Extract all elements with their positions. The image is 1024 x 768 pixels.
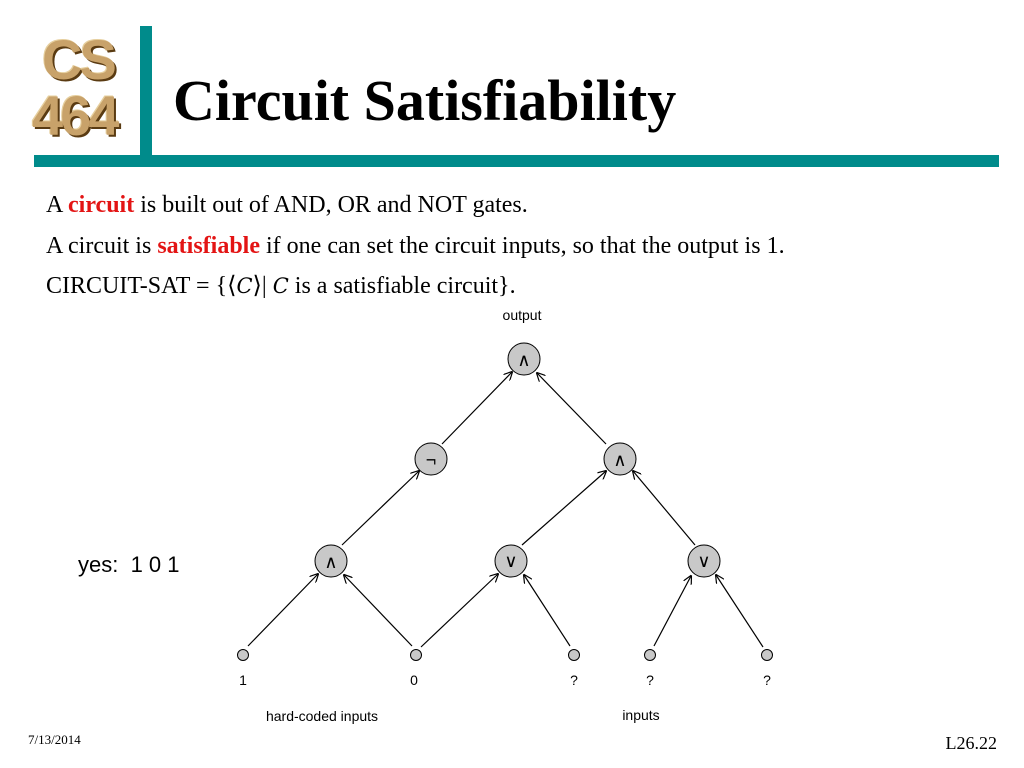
wire-in4-to-orright [653,576,691,647]
line3-var-1: C [236,274,253,298]
footer-page-number: L26.22 [945,733,998,753]
body-line-2: A circuit is satisfiable if one can set … [46,231,785,261]
gate-not-node [414,442,448,476]
yes-assignment-note: yes: 1 0 1 [78,552,180,577]
slide-title: Circuit Satisfiability [173,68,677,133]
footer-date: 7/13/2014 [28,732,81,747]
body-line-3: CIRCUIT-SAT = {⟨C⟩| C is a satisfiable c… [46,271,516,301]
output-label: output [503,307,542,323]
wire-not-to-top [441,372,512,445]
title-vertical-bar [140,26,152,156]
input-node-5 [761,649,773,661]
gate-or-mid-symbol: ∨ [504,551,517,571]
line3-var-2: C [272,274,289,298]
wire-in0-to-andleft [344,575,413,647]
inputs-label: inputs [622,707,659,723]
input-value-4: ? [646,672,654,688]
line2-suffix: if one can set the circuit inputs, so th… [260,233,785,259]
gate-and-left-node [314,544,348,578]
title-horizontal-bar [34,155,999,167]
wire-andleft-to-not [341,471,419,546]
gate-and-left-symbol: ∧ [324,552,337,572]
input-value-2: 0 [410,672,418,688]
line3-prefix: CIRCUIT-SAT = {⟨ [46,273,237,299]
line1-suffix: is built out of AND, OR and NOT gates. [134,192,528,218]
logo-line-1: CS [42,28,117,91]
body-line-1: A circuit is built out of AND, OR and NO… [46,190,528,220]
gate-and-mid-node [603,442,637,476]
wire-andmid-to-top [537,373,607,445]
input-node-2 [410,649,422,661]
gate-and-mid-symbol: ∧ [613,450,626,470]
wire-in1-to-andleft [247,574,318,647]
gate-not-symbol: ¬ [426,450,437,470]
gate-and-top-symbol: ∧ [517,350,530,370]
line3-suffix: is a satisfiable circuit}. [288,273,516,299]
line1-prefix: A [46,192,69,218]
gate-or-right-node [687,544,721,578]
gate-or-right-symbol: ∨ [697,551,710,571]
term-circuit: circuit [68,192,135,218]
input-value-5: ? [763,672,771,688]
input-value-1: 1 [239,672,247,688]
logo-line-2: 464 [32,84,119,147]
term-satisfiable: satisfiable [157,233,260,259]
input-node-4 [644,649,656,661]
wire-orright-to-andmid [633,471,696,546]
line3-mid: ⟩| [252,273,273,299]
wire-in3-to-ormid [524,575,571,647]
gate-and-top-node [507,342,541,376]
hard-coded-inputs-label: hard-coded inputs [266,708,378,724]
course-logo: CS 464 [30,30,134,152]
input-node-1 [237,649,249,661]
wire-ormid-to-andmid [521,471,606,546]
wire-in5-to-orright [716,575,764,648]
line2-prefix: A circuit is [46,233,158,259]
wire-in0-to-ormid [420,574,498,648]
gate-or-mid-node [494,544,528,578]
input-node-3 [568,649,580,661]
input-value-3: ? [570,672,578,688]
